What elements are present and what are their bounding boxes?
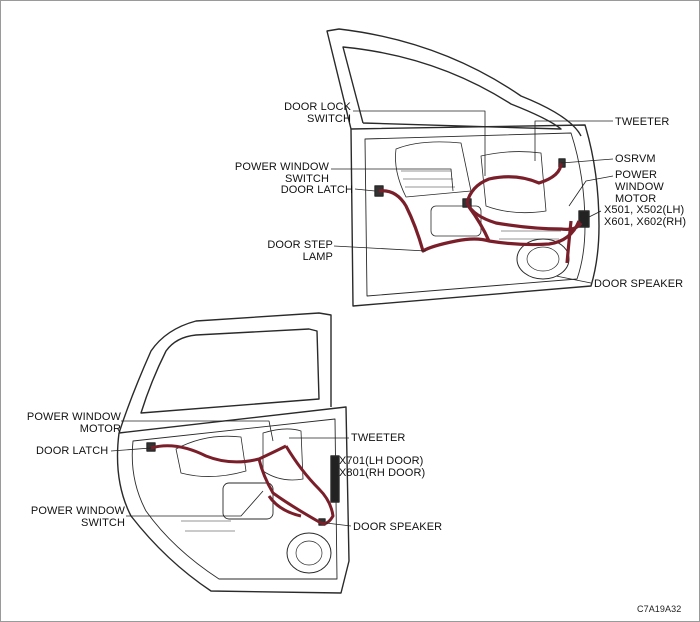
- rear-door-speaker-label: DOOR SPEAKER: [353, 521, 443, 533]
- figure-code: C7A19A32: [637, 604, 682, 614]
- front-door-step-lamp-label: DOOR STEP LAMP: [267, 239, 333, 263]
- leader-lines: [110, 110, 614, 527]
- front-tweeter-label: TWEETER: [615, 116, 670, 128]
- front-connector-label: X501, X502(LH) X601, X602(RH): [604, 204, 687, 228]
- rear-connector-label: X701(LH DOOR) X801(RH DOOR): [339, 455, 426, 479]
- front-door-speaker-label: DOOR SPEAKER: [594, 278, 684, 290]
- rear-door-latch-label: DOOR LATCH: [36, 445, 109, 457]
- front-door-lock-switch-label: DOOR LOCK SWITCH: [284, 101, 351, 125]
- front-wiring-harness: [378, 162, 583, 264]
- front-power-window-switch-label: POWER WINDOW SWITCH: [234, 161, 329, 185]
- front-osrvm-label: OSRVM: [615, 153, 656, 165]
- front-door: [326, 28, 600, 307]
- front-power-window-motor-label: POWER WINDOW MOTOR: [615, 169, 664, 205]
- rear-wiring-harness: [150, 444, 335, 526]
- front-door-latch-label: DOOR LATCH: [280, 184, 353, 196]
- rear-tweeter-label: TWEETER: [351, 432, 406, 444]
- rear-power-window-motor-label: POWER WINDOW MOTOR: [26, 411, 121, 435]
- rear-door: [116, 312, 350, 594]
- rear-power-window-switch-label: POWER WINDOW SWITCH: [30, 505, 125, 529]
